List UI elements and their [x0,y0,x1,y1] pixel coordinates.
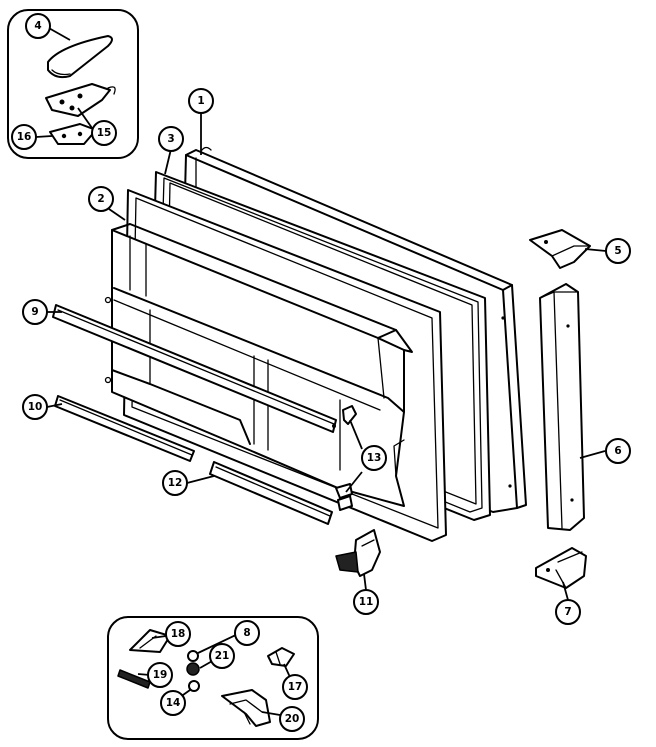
svg-text:7: 7 [564,606,571,618]
svg-text:3: 3 [167,133,174,145]
svg-text:21: 21 [215,650,230,662]
callout-3: 3 [158,126,184,152]
svg-text:2: 2 [97,193,104,205]
callout-2: 2 [88,186,114,212]
callout-12: 12 [162,470,188,496]
svg-text:1: 1 [197,95,204,107]
hinge-cover-inset [7,9,139,159]
latch-part [221,689,271,727]
svg-text:13: 13 [367,452,382,464]
clip-part [267,647,295,667]
shelf-bar-upper [52,304,337,433]
callout-13: 13 [361,445,387,471]
svg-text:18: 18 [171,628,186,640]
callout-9: 9 [22,299,48,325]
svg-text:11: 11 [359,596,374,608]
callout-1: 1 [188,88,214,114]
callout-7: 7 [555,599,581,625]
door-handle [539,283,585,531]
shelf-clip-part [335,405,357,511]
svg-text:12: 12 [168,477,183,489]
hinge-shim-part [49,123,97,145]
shelf-bar-lower [209,461,333,525]
svg-text:20: 20 [285,713,300,725]
shelf-bar-middle [54,395,195,462]
svg-text:17: 17 [288,681,303,693]
hinge-plate-part [45,83,111,117]
callout-14: 14 [160,690,186,716]
callout-21: 21 [209,643,235,669]
callout-5: 5 [605,238,631,264]
washer-part [187,650,199,662]
svg-text:19: 19 [153,669,168,681]
svg-text:6: 6 [614,445,621,457]
callout-15: 15 [91,120,117,146]
handle-end-cap-top [529,229,591,269]
svg-text:9: 9 [31,306,38,318]
svg-text:5: 5 [614,245,621,257]
leader-lines [46,111,607,601]
svg-text:16: 16 [17,131,32,143]
callout-20: 20 [279,706,305,732]
svg-text:14: 14 [166,697,181,709]
callout-11: 11 [353,589,379,615]
callout-18: 18 [165,621,191,647]
handle-end-cap-bottom [535,547,587,589]
svg-text:4: 4 [34,20,41,32]
strip-part [117,669,151,689]
hinge-cover-part [47,35,113,79]
door-hinge-bracket [335,529,381,577]
callout-4: 4 [25,13,51,39]
svg-text:10: 10 [28,401,43,413]
svg-text:8: 8 [243,627,250,639]
spacer-part [188,680,200,692]
callout-10: 10 [22,394,48,420]
svg-text:15: 15 [97,127,112,139]
callout-16: 16 [11,124,37,150]
callout-19: 19 [147,662,173,688]
callout-8: 8 [234,620,260,646]
callout-6: 6 [605,438,631,464]
nut-part [186,662,200,676]
callout-17: 17 [282,674,308,700]
